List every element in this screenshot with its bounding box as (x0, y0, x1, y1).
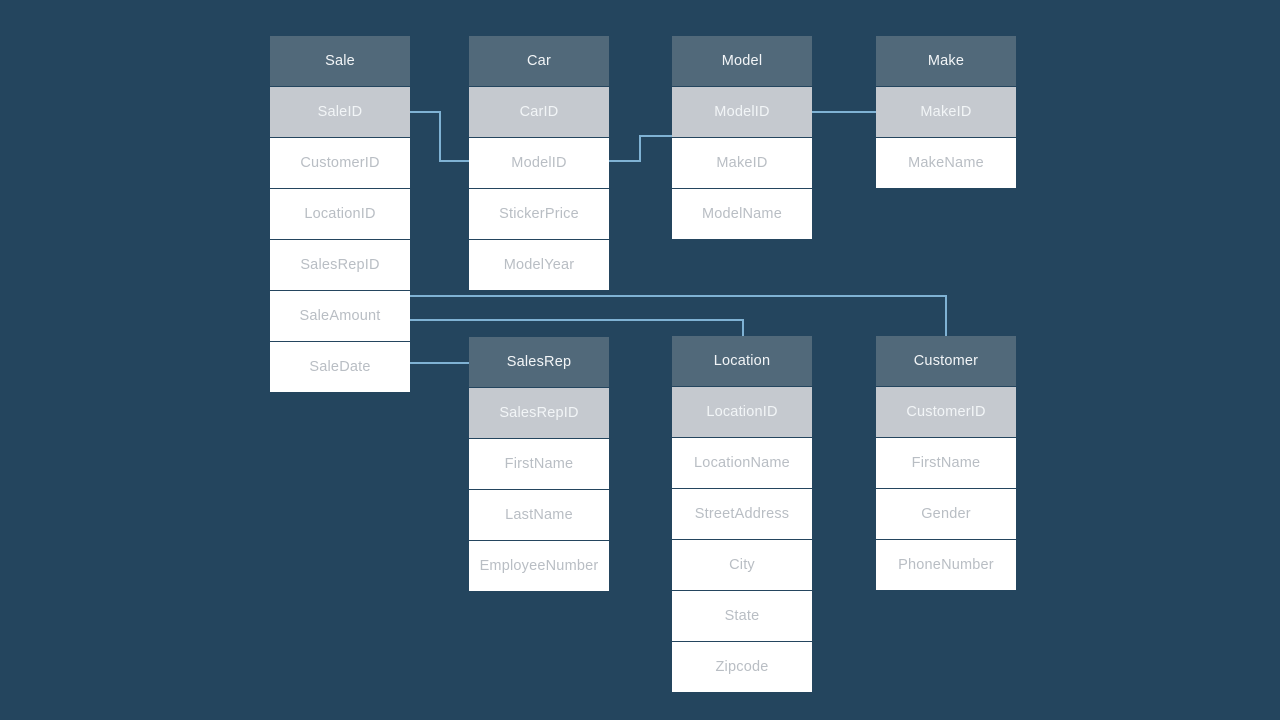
field-location-streetaddress[interactable]: StreetAddress (672, 489, 812, 539)
relationship-car-model (609, 135, 672, 162)
field-make-makename[interactable]: MakeName (876, 138, 1016, 188)
field-location-state[interactable]: State (672, 591, 812, 641)
relationship-sale-car (410, 111, 469, 162)
entity-header-car: Car (469, 36, 609, 86)
field-customer-gender[interactable]: Gender (876, 489, 1016, 539)
field-model-makeid[interactable]: MakeID (672, 138, 812, 188)
field-sale-salesrepid[interactable]: SalesRepID (270, 240, 410, 290)
primary-key-field-car-carid[interactable]: CarID (469, 87, 609, 137)
primary-key-field-sale-saleid[interactable]: SaleID (270, 87, 410, 137)
field-car-modelyear[interactable]: ModelYear (469, 240, 609, 290)
field-sale-saledate[interactable]: SaleDate (270, 342, 410, 392)
field-location-city[interactable]: City (672, 540, 812, 590)
field-sale-locationid[interactable]: LocationID (270, 189, 410, 239)
field-customer-phonenumber[interactable]: PhoneNumber (876, 540, 1016, 590)
entity-header-customer: Customer (876, 336, 1016, 386)
primary-key-field-make-makeid[interactable]: MakeID (876, 87, 1016, 137)
field-model-modelname[interactable]: ModelName (672, 189, 812, 239)
entity-header-model: Model (672, 36, 812, 86)
field-car-modelid[interactable]: ModelID (469, 138, 609, 188)
field-salesrep-employeenumber[interactable]: EmployeeNumber (469, 541, 609, 591)
field-location-zipcode[interactable]: Zipcode (672, 642, 812, 692)
field-salesrep-firstname[interactable]: FirstName (469, 439, 609, 489)
entity-header-sale: Sale (270, 36, 410, 86)
entity-header-salesrep: SalesRep (469, 337, 609, 387)
field-salesrep-lastname[interactable]: LastName (469, 490, 609, 540)
field-sale-saleamount[interactable]: SaleAmount (270, 291, 410, 341)
primary-key-field-model-modelid[interactable]: ModelID (672, 87, 812, 137)
entity-header-location: Location (672, 336, 812, 386)
field-sale-customerid[interactable]: CustomerID (270, 138, 410, 188)
field-location-locationname[interactable]: LocationName (672, 438, 812, 488)
primary-key-field-salesrep-salesrepid[interactable]: SalesRepID (469, 388, 609, 438)
field-customer-firstname[interactable]: FirstName (876, 438, 1016, 488)
entity-header-make: Make (876, 36, 1016, 86)
primary-key-field-location-locationid[interactable]: LocationID (672, 387, 812, 437)
relationship-sale-customer (410, 295, 947, 336)
primary-key-field-customer-customerid[interactable]: CustomerID (876, 387, 1016, 437)
relationship-sale-location (410, 319, 744, 336)
field-car-stickerprice[interactable]: StickerPrice (469, 189, 609, 239)
